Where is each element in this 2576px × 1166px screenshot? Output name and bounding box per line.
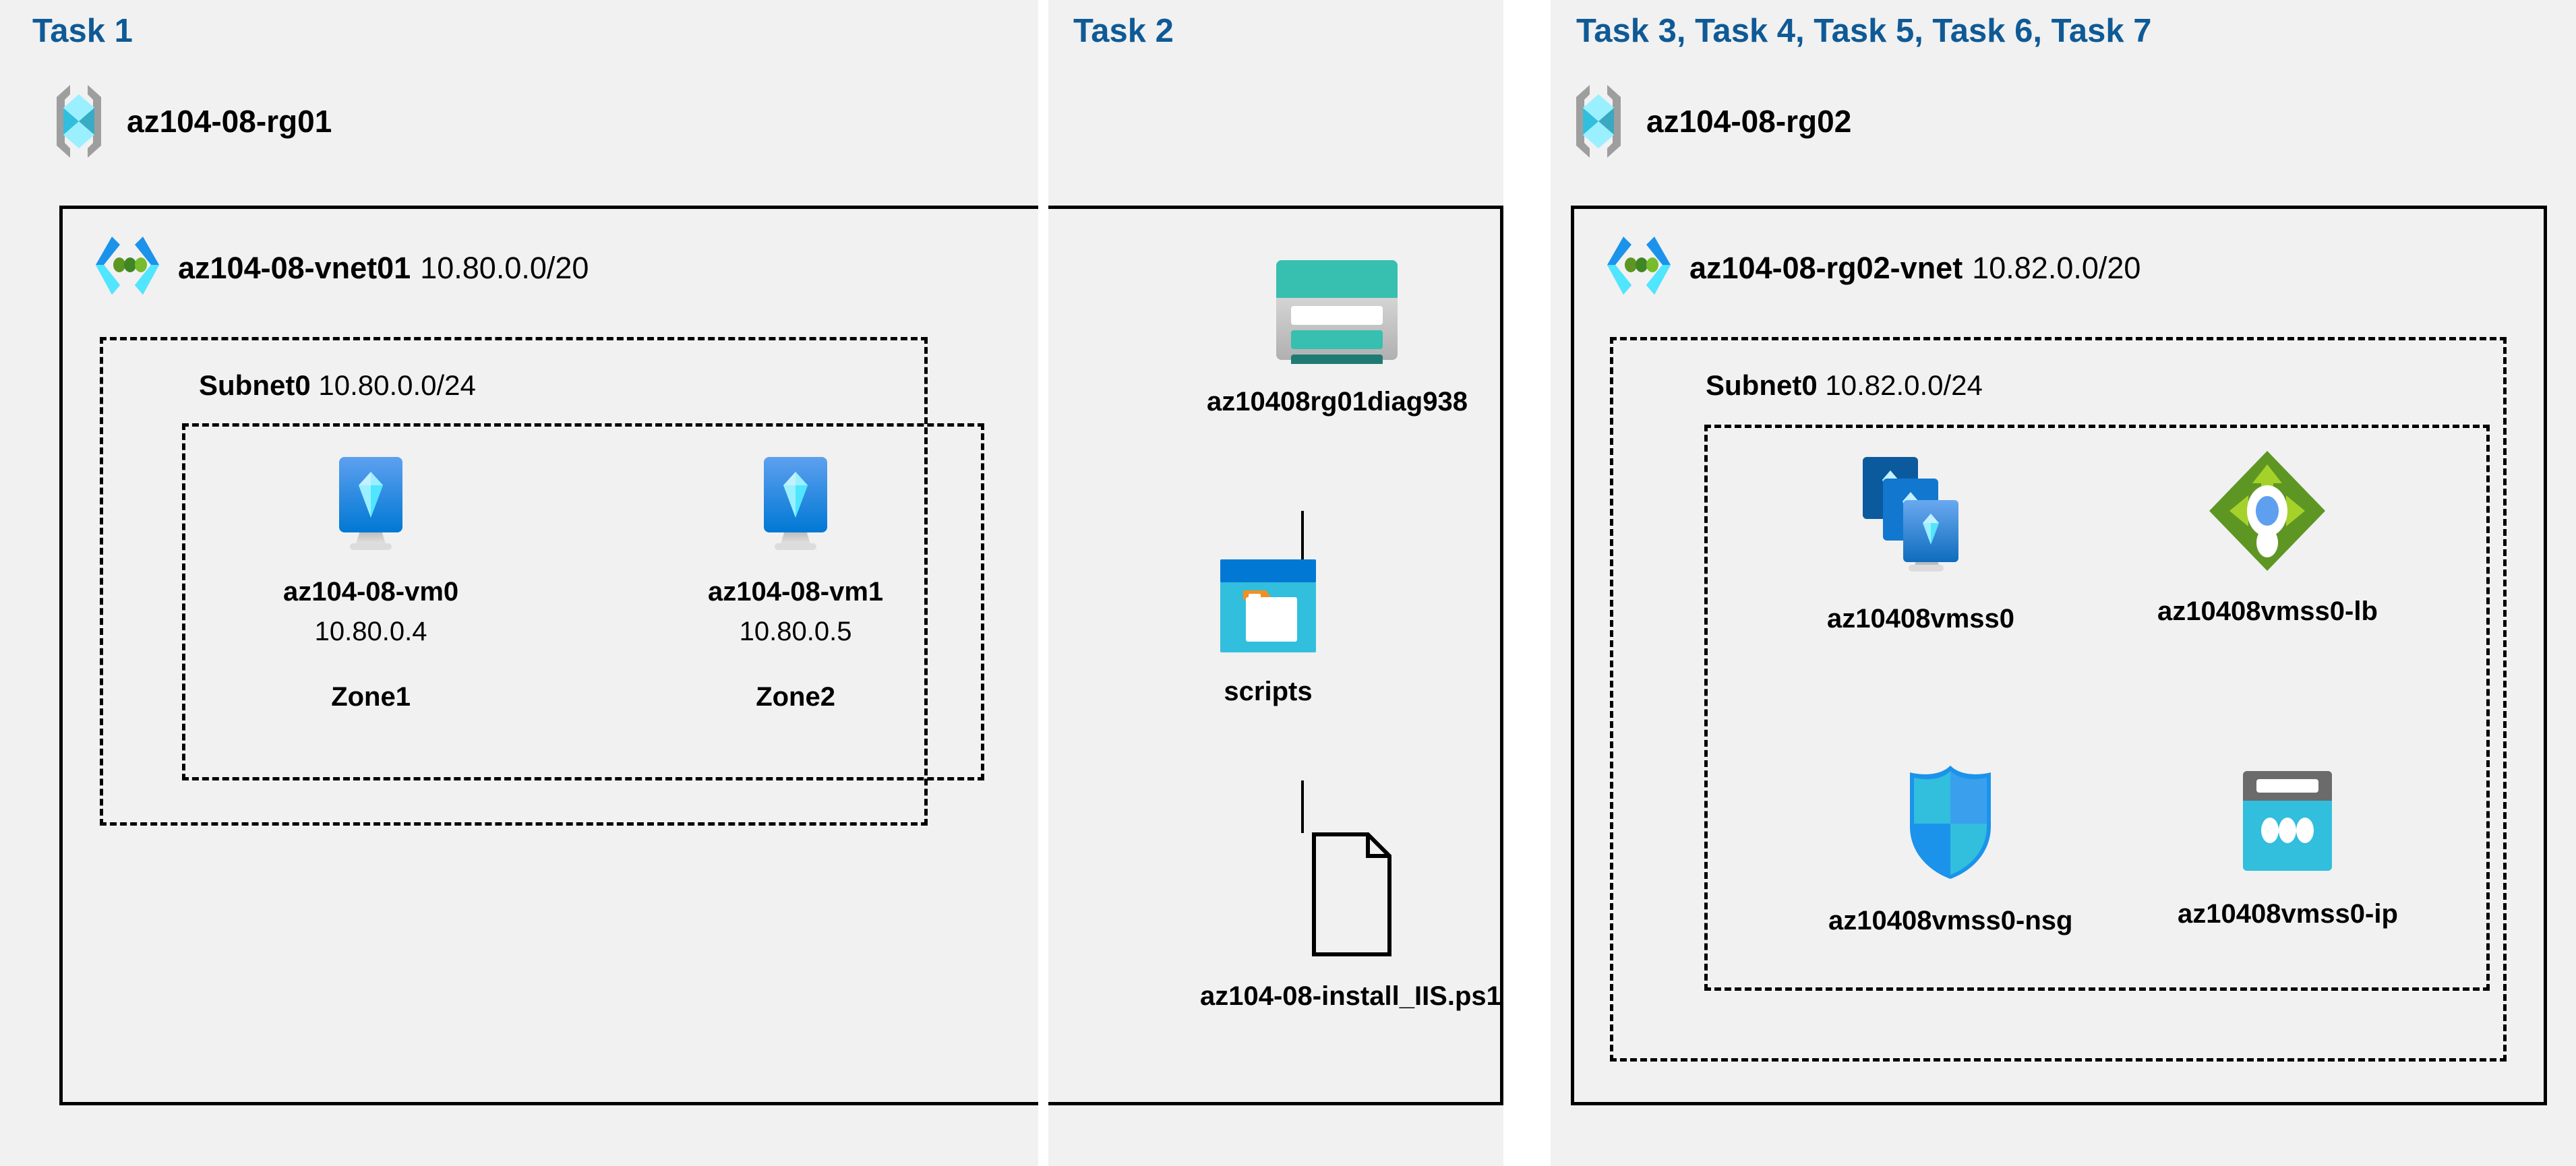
virtual-machine-icon bbox=[330, 453, 412, 554]
vmss-name: az10408vmss0 bbox=[1827, 604, 2015, 634]
subnet-inner-boundary-task3 bbox=[1704, 425, 2490, 991]
vnet-row-rg02-vnet: az104-08-rg02-vnet 10.82.0.0/20 bbox=[1606, 233, 2140, 304]
public-ip-address-icon bbox=[2240, 768, 2335, 876]
vnet-cidr: 10.82.0.0/20 bbox=[1972, 251, 2141, 285]
blob-container-icon bbox=[1219, 558, 1317, 654]
panel-task-1 bbox=[0, 0, 1038, 1166]
subnet-name: Subnet0 bbox=[199, 369, 311, 401]
virtual-network-icon bbox=[1606, 233, 1672, 304]
nsg-name: az10408vmss0-nsg bbox=[1828, 906, 2073, 935]
load-balancer-name: az10408vmss0-lb bbox=[2157, 596, 2378, 626]
resource-group-name: az104-08-rg02 bbox=[1646, 104, 1852, 139]
task-label-2: Task 2 bbox=[1073, 13, 1174, 49]
vnet-cidr: 10.80.0.0/20 bbox=[420, 251, 589, 285]
subnet-inner-boundary-task1 bbox=[182, 423, 984, 780]
storage-account-icon bbox=[1274, 256, 1400, 364]
task-label-1: Task 1 bbox=[32, 13, 133, 49]
resource-group-row-rg02: az104-08-rg02 bbox=[1569, 82, 1851, 160]
file-name: az104-08-install_IIS.ps1 bbox=[1200, 981, 1501, 1011]
vnet-name: az104-08-rg02-vnet bbox=[1689, 251, 1963, 285]
subnet-label-task3: Subnet0 10.82.0.0/24 bbox=[1706, 369, 1983, 402]
panel-gutter-1 bbox=[1038, 0, 1048, 1166]
resource-node-storage-account[interactable]: az10408rg01diag938 bbox=[1207, 256, 1468, 417]
load-balancer-icon bbox=[2207, 448, 2328, 574]
subnet-cidr: 10.82.0.0/24 bbox=[1825, 369, 1983, 401]
resource-node-vm0[interactable]: az104-08-vm0 10.80.0.4 Zone1 bbox=[283, 453, 458, 712]
subnet-name: Subnet0 bbox=[1706, 369, 1818, 401]
virtual-machine-icon bbox=[754, 453, 837, 554]
vm-name: az104-08-vm0 bbox=[283, 577, 459, 607]
subnet-cidr: 10.80.0.0/24 bbox=[318, 369, 476, 401]
panel-gutter-2 bbox=[1503, 0, 1551, 1166]
blob-container-name: scripts bbox=[1224, 677, 1313, 706]
public-ip-name: az10408vmss0-ip bbox=[2178, 899, 2398, 929]
vm-scale-set-icon bbox=[1853, 453, 1988, 581]
connector-storage-to-container bbox=[1301, 511, 1304, 565]
vm-ip: 10.80.0.4 bbox=[314, 617, 427, 646]
resource-node-vmss[interactable]: az10408vmss0 bbox=[1827, 453, 2014, 634]
resource-node-nsg[interactable]: az10408vmss0-nsg bbox=[1828, 762, 2072, 936]
storage-account-name: az10408rg01diag938 bbox=[1207, 387, 1468, 417]
vm-zone: Zone1 bbox=[331, 682, 411, 712]
resource-group-row-rg01: az104-08-rg01 bbox=[50, 82, 332, 160]
vm-ip: 10.80.0.5 bbox=[739, 617, 852, 646]
resource-group-name: az104-08-rg01 bbox=[127, 104, 332, 139]
resource-node-vm1[interactable]: az104-08-vm1 10.80.0.5 Zone2 bbox=[708, 453, 883, 712]
vnet-name: az104-08-vnet01 bbox=[178, 251, 411, 285]
network-security-group-icon bbox=[1905, 762, 1996, 883]
resource-node-blob-container[interactable]: scripts bbox=[1219, 558, 1317, 707]
resource-group-icon bbox=[50, 82, 108, 160]
vm-zone: Zone2 bbox=[756, 682, 835, 712]
virtual-network-icon bbox=[94, 233, 160, 304]
resource-node-load-balancer[interactable]: az10408vmss0-lb bbox=[2157, 448, 2378, 627]
subnet-boundary-task3 bbox=[1610, 337, 2507, 1062]
vnet-boundary-az104-08-vnet01 bbox=[59, 206, 1503, 1105]
task-label-3: Task 3, Task 4, Task 5, Task 6, Task 7 bbox=[1576, 13, 2152, 49]
subnet-boundary-task1 bbox=[100, 337, 928, 826]
resource-node-ps1-file[interactable]: az104-08-install_IIS.ps1 bbox=[1200, 830, 1501, 1012]
file-icon bbox=[1300, 830, 1400, 958]
subnet-label-task1: Subnet0 10.80.0.0/24 bbox=[199, 369, 476, 402]
vm-name: az104-08-vm1 bbox=[708, 577, 884, 607]
vnet-boundary-az104-08-rg02-vnet bbox=[1571, 206, 2547, 1105]
panel-task-3-7 bbox=[1551, 0, 2576, 1166]
resource-node-public-ip[interactable]: az10408vmss0-ip bbox=[2178, 768, 2398, 929]
vnet-row-vnet01: az104-08-vnet01 10.80.0.0/20 bbox=[94, 233, 589, 304]
connector-container-to-file bbox=[1301, 780, 1304, 833]
resource-group-icon bbox=[1569, 82, 1627, 160]
